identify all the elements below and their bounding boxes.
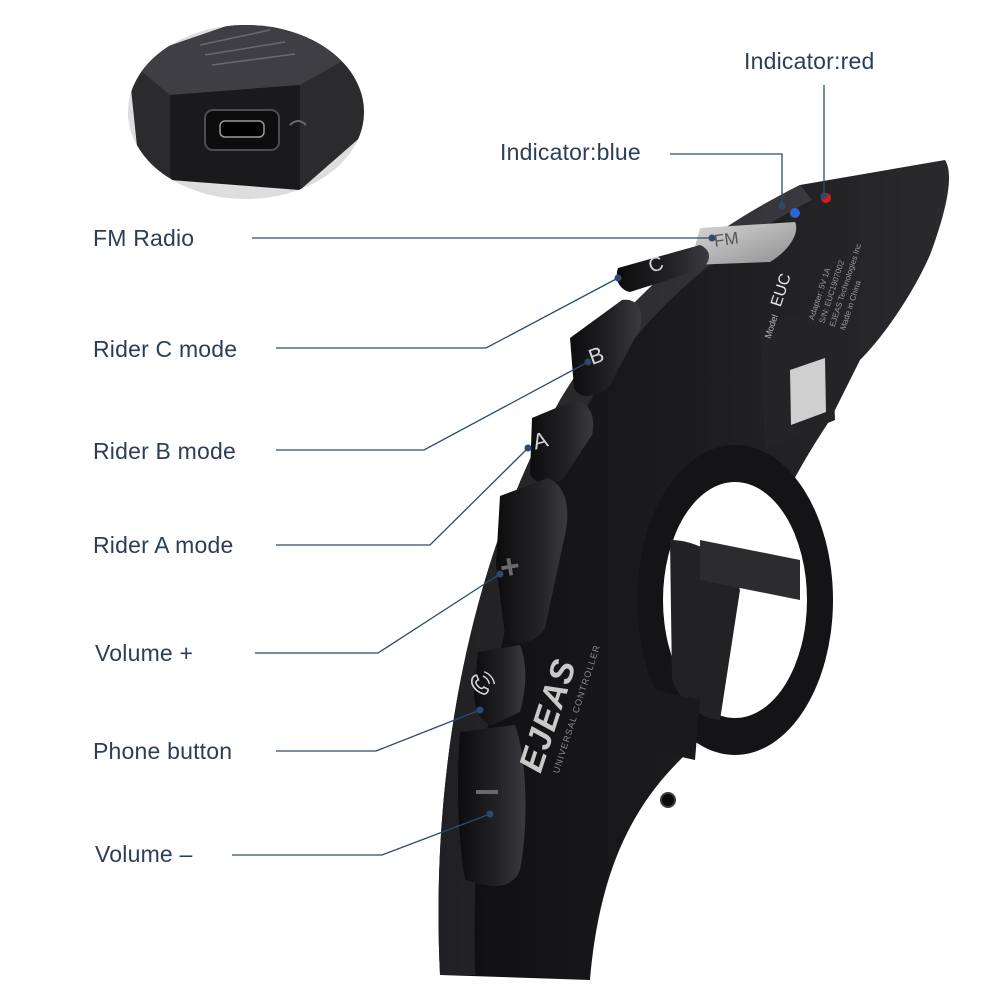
volume-minus-button[interactable] bbox=[457, 725, 526, 887]
phone-button[interactable] bbox=[474, 645, 526, 725]
phone-button-label: Phone button bbox=[93, 738, 233, 764]
indicator-red-label: Indicator:red bbox=[744, 48, 875, 74]
fm-radio-label: FM Radio bbox=[93, 225, 195, 251]
fm-radio-leader-dot bbox=[708, 234, 716, 242]
fm-button-label: FM bbox=[712, 228, 741, 251]
phone-icon bbox=[471, 671, 496, 695]
rider-b-leader-dot bbox=[584, 358, 592, 366]
rider-c-leader bbox=[276, 277, 619, 349]
volume-minus-leader bbox=[232, 813, 491, 856]
indicator-red-leader-dot bbox=[820, 192, 828, 200]
volume-plus-button[interactable] bbox=[496, 478, 568, 644]
rider-b-button[interactable] bbox=[570, 299, 642, 396]
volume-plus-label: Volume + bbox=[95, 640, 194, 666]
fm-button[interactable] bbox=[690, 222, 797, 265]
volume-plus-leader-dot bbox=[496, 570, 504, 578]
rider-b-label: Rider B mode bbox=[93, 438, 237, 464]
button-column bbox=[457, 222, 797, 887]
indicator-blue-leader bbox=[670, 153, 783, 206]
minus-icon bbox=[476, 790, 498, 794]
volume-minus-leader-dot bbox=[486, 810, 494, 818]
leader-lines bbox=[232, 85, 828, 856]
indicator-blue-leader-dot bbox=[778, 202, 786, 210]
phone-button-leader-dot bbox=[476, 706, 484, 714]
rider-b-leader bbox=[276, 361, 589, 451]
rider-a-button[interactable] bbox=[530, 400, 594, 485]
volume-minus-label: Volume – bbox=[95, 841, 193, 867]
rider-a-leader-dot bbox=[524, 444, 532, 452]
rider-c-label: Rider C mode bbox=[93, 336, 238, 362]
indicator-blue-label: Indicator:blue bbox=[500, 139, 641, 165]
rider-a-leader bbox=[276, 447, 529, 546]
volume-plus-leader bbox=[255, 573, 501, 654]
rider-c-button[interactable] bbox=[616, 245, 709, 292]
blue-indicator-led bbox=[790, 208, 800, 218]
usb-port-closeup bbox=[128, 25, 364, 199]
phone-button-leader bbox=[276, 709, 481, 752]
rider-a-label: Rider A mode bbox=[93, 532, 234, 558]
rider-c-leader-dot bbox=[614, 274, 622, 282]
